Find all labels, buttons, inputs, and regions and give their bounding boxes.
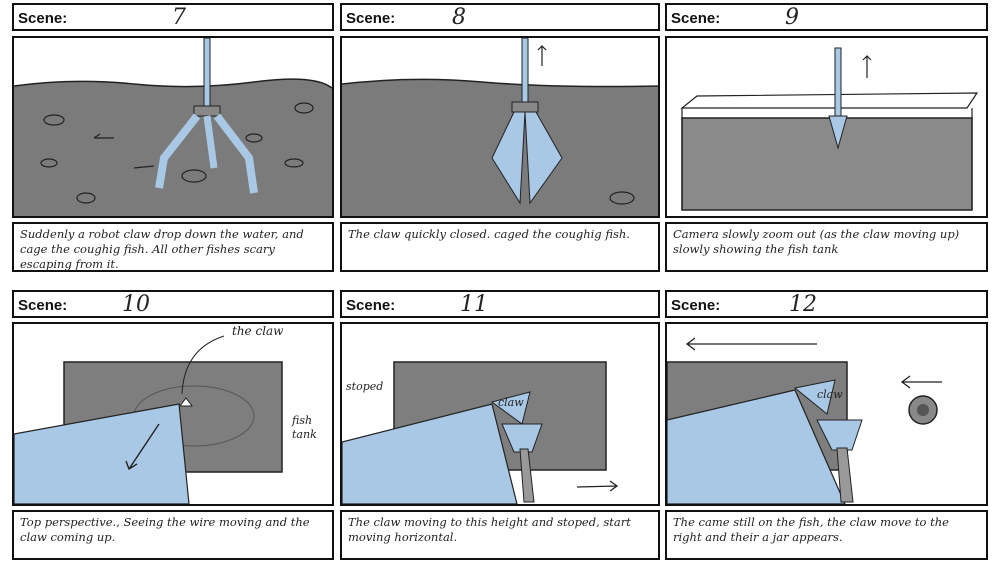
storyboard-frame-8 bbox=[340, 36, 660, 218]
scene-number: 12 bbox=[789, 292, 817, 317]
scene-header-8: Scene: 8 bbox=[340, 3, 660, 31]
scene-number: 8 bbox=[452, 5, 466, 30]
scene-label: Scene: bbox=[18, 10, 68, 27]
scene-caption-7: Suddenly a robot claw drop down the wate… bbox=[12, 222, 334, 272]
scene-label: Scene: bbox=[346, 10, 396, 27]
claw-annotation: claw bbox=[498, 396, 524, 409]
claw-annotation: claw bbox=[817, 388, 843, 401]
storyboard-frame-10: the claw fish tank bbox=[12, 322, 334, 506]
storyboard-frame-9 bbox=[665, 36, 988, 218]
tank-annotation: fish tank bbox=[292, 414, 317, 441]
scene-header-9: Scene: 9 bbox=[665, 3, 988, 31]
scene-header-11: Scene: 11 bbox=[340, 290, 660, 318]
stop-annotation: stoped bbox=[346, 380, 384, 393]
scene-number: 11 bbox=[460, 292, 488, 317]
scene-header-12: Scene: 12 bbox=[665, 290, 988, 318]
scene-caption-11: The claw moving to this height and stope… bbox=[340, 510, 660, 560]
scene-header-10: Scene: 10 bbox=[12, 290, 334, 318]
scene-number: 9 bbox=[785, 5, 799, 30]
scene-caption-12: The came still on the fish, the claw mov… bbox=[665, 510, 988, 560]
storyboard-frame-7 bbox=[12, 36, 334, 218]
claw-annotation: the claw bbox=[232, 324, 284, 338]
storyboard-frame-12: claw bbox=[665, 322, 988, 506]
scene-caption-10: Top perspective., Seeing the wire moving… bbox=[12, 510, 334, 560]
scene-number: 7 bbox=[172, 5, 186, 30]
scene-label: Scene: bbox=[346, 297, 396, 314]
scene-number: 10 bbox=[122, 292, 150, 317]
storyboard-frame-11: stoped claw bbox=[340, 322, 660, 506]
scene-label: Scene: bbox=[671, 297, 721, 314]
scene-label: Scene: bbox=[671, 10, 721, 27]
scene-caption-9: Camera slowly zoom out (as the claw movi… bbox=[665, 222, 988, 272]
scene-label: Scene: bbox=[18, 297, 68, 314]
scene-caption-8: The claw quickly closed. caged the cough… bbox=[340, 222, 660, 272]
scene-header-7: Scene: 7 bbox=[12, 3, 334, 31]
